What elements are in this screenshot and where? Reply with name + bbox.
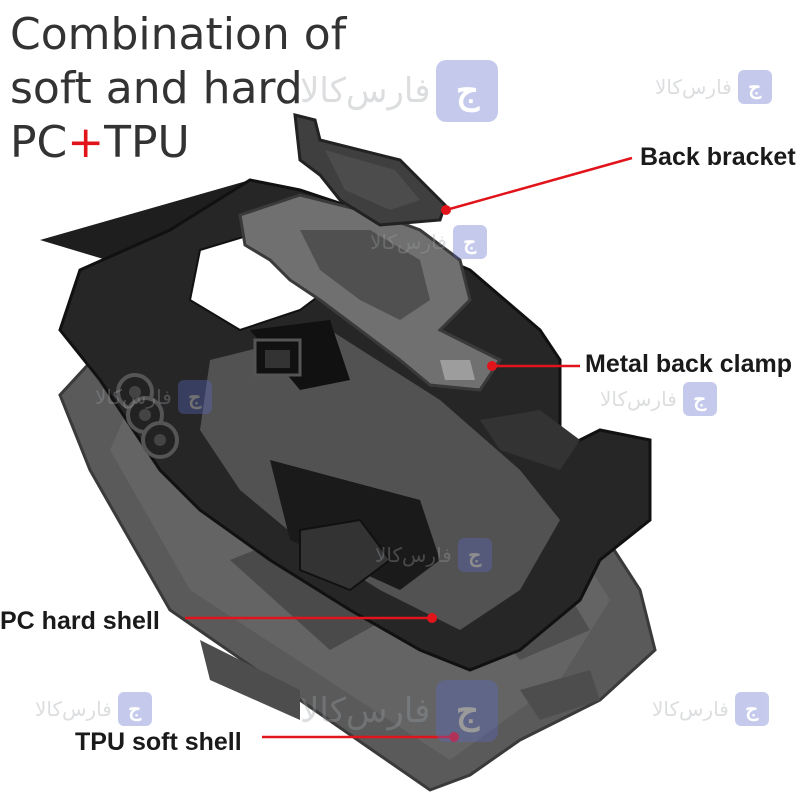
watermark-logo-icon: ج (737, 70, 772, 104)
watermark-text: فارس‌کالا (652, 697, 729, 721)
watermark-logo-icon: ج (457, 538, 492, 572)
callout-dot-back-bracket (441, 205, 451, 215)
label-pc-hard-shell: PC hard shell (0, 607, 160, 635)
watermark-logo-icon: ج (436, 60, 499, 122)
kickstand-icon (253, 338, 302, 377)
watermark-text: فارس‌کالا (300, 691, 431, 731)
watermark-logo-icon: ج (734, 692, 769, 726)
callout-dot-tpu-shell (449, 732, 459, 742)
label-back-bracket: Back bracket (640, 143, 796, 171)
label-metal-back-clamp: Metal back clamp (585, 350, 793, 378)
watermark: فارس‌کالا ج (300, 60, 499, 122)
watermark-logo-icon: ج (436, 680, 499, 742)
watermark-text: فارس‌کالا (95, 385, 172, 409)
headline-plus: + (67, 117, 105, 168)
watermark-logo-icon: ج (682, 382, 717, 416)
watermark-text: فارس‌کالا (370, 230, 447, 254)
callout-lines (185, 156, 633, 742)
watermark-logo-icon: ج (452, 225, 487, 259)
callout-dot-pc-shell (427, 613, 437, 623)
watermark: فارس‌کالا ج (95, 380, 212, 414)
callout-line-back-bracket (445, 156, 633, 212)
camera-lens-icon (116, 373, 179, 459)
headline-pc: PC (10, 117, 68, 168)
watermark: فارس‌کالا ج (300, 680, 499, 742)
watermark: فارس‌کالا ج (375, 538, 492, 572)
watermark-text: فارس‌کالا (375, 543, 452, 567)
watermark-text: فارس‌کالا (655, 75, 732, 99)
watermark: فارس‌کالا ج (652, 692, 769, 726)
headline: Combination of soft and hard PC+TPU (10, 8, 346, 170)
watermark: فارس‌کالا ج (370, 225, 487, 259)
watermark-logo-icon: ج (177, 380, 212, 414)
label-tpu-soft-shell: TPU soft shell (75, 728, 242, 756)
metal-back-clamp (238, 193, 503, 392)
watermark: فارس‌کالا ج (600, 382, 717, 416)
headline-line-3: PC+TPU (10, 116, 346, 170)
watermark-text: فارس‌کالا (300, 71, 431, 111)
callout-dot-metal-clamp (487, 361, 497, 371)
headline-line-1: Combination of (10, 9, 347, 60)
watermark-logo-icon: ج (117, 692, 152, 726)
watermark: فارس‌کالا ج (35, 692, 152, 726)
watermark: فارس‌کالا ج (655, 70, 772, 104)
watermark-text: فارس‌کالا (600, 387, 677, 411)
headline-line-2: soft and hard (10, 63, 303, 114)
headline-tpu: TPU (104, 117, 190, 168)
watermark-text: فارس‌کالا (35, 697, 112, 721)
